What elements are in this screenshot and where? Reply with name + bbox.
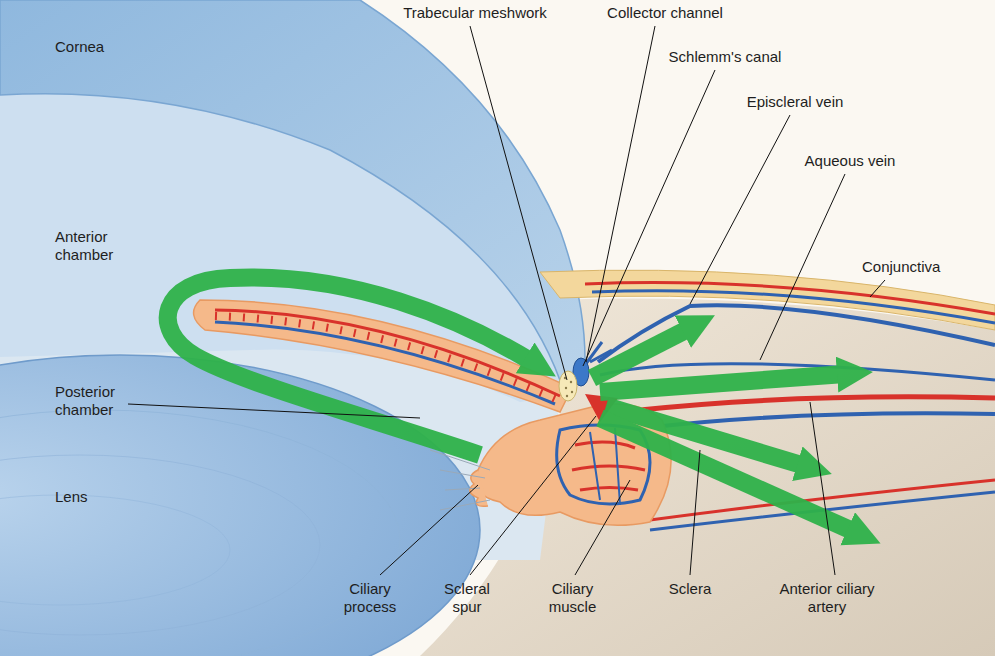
part-label: Trabecular meshwork bbox=[395, 4, 555, 22]
leader-line bbox=[470, 416, 596, 575]
part-label: Episcleral vein bbox=[730, 93, 860, 111]
conjunctival-vein bbox=[592, 291, 995, 323]
leader-lines bbox=[128, 26, 885, 575]
leader-line bbox=[690, 115, 790, 304]
part-label: Posterior chamber bbox=[55, 383, 145, 419]
aqueous-flow bbox=[168, 277, 855, 532]
ciliary-vessels bbox=[590, 428, 620, 505]
leader-line bbox=[870, 280, 885, 297]
leader-line bbox=[380, 485, 478, 575]
part-label: Schlemm's canal bbox=[660, 48, 790, 66]
leader-line bbox=[760, 174, 845, 360]
leader-line bbox=[575, 480, 630, 575]
leader-line bbox=[586, 26, 655, 362]
flow-arrow bbox=[168, 277, 532, 455]
flow-arrow bbox=[592, 328, 690, 378]
leader-line bbox=[128, 404, 420, 418]
meshwork-dot bbox=[570, 381, 572, 383]
leader-line bbox=[690, 450, 700, 575]
part-label: Ciliary muscle bbox=[535, 580, 610, 616]
ciliary-vessels bbox=[572, 442, 645, 490]
part-label: Anterior chamber bbox=[55, 228, 145, 264]
part-label: Conjunctiva bbox=[862, 258, 972, 276]
part-label: Aqueous vein bbox=[790, 152, 910, 170]
flow-arrow bbox=[600, 418, 855, 532]
conjunctiva-band bbox=[540, 270, 995, 330]
part-label: Ciliary process bbox=[330, 580, 410, 616]
part-label: Cornea bbox=[55, 38, 175, 56]
lens-line bbox=[0, 455, 320, 635]
part-label: Scleral spur bbox=[432, 580, 502, 616]
meshwork-dots bbox=[564, 377, 573, 397]
leader-line bbox=[470, 26, 567, 380]
lens-line bbox=[0, 410, 400, 656]
leader-line bbox=[810, 402, 835, 575]
lens-line bbox=[0, 495, 230, 605]
meshwork-dot bbox=[566, 395, 568, 397]
meshwork-dot bbox=[571, 391, 573, 393]
leader-line bbox=[583, 70, 715, 366]
part-label: Anterior ciliary artery bbox=[768, 580, 886, 616]
part-label: Lens bbox=[55, 488, 145, 506]
part-label: Sclera bbox=[640, 580, 740, 598]
lens-shape bbox=[0, 355, 480, 656]
flow-arrow bbox=[600, 374, 845, 392]
part-label: Collector channel bbox=[600, 4, 730, 22]
meshwork-dot bbox=[565, 387, 567, 389]
trabecular-meshwork-shape bbox=[559, 371, 577, 401]
